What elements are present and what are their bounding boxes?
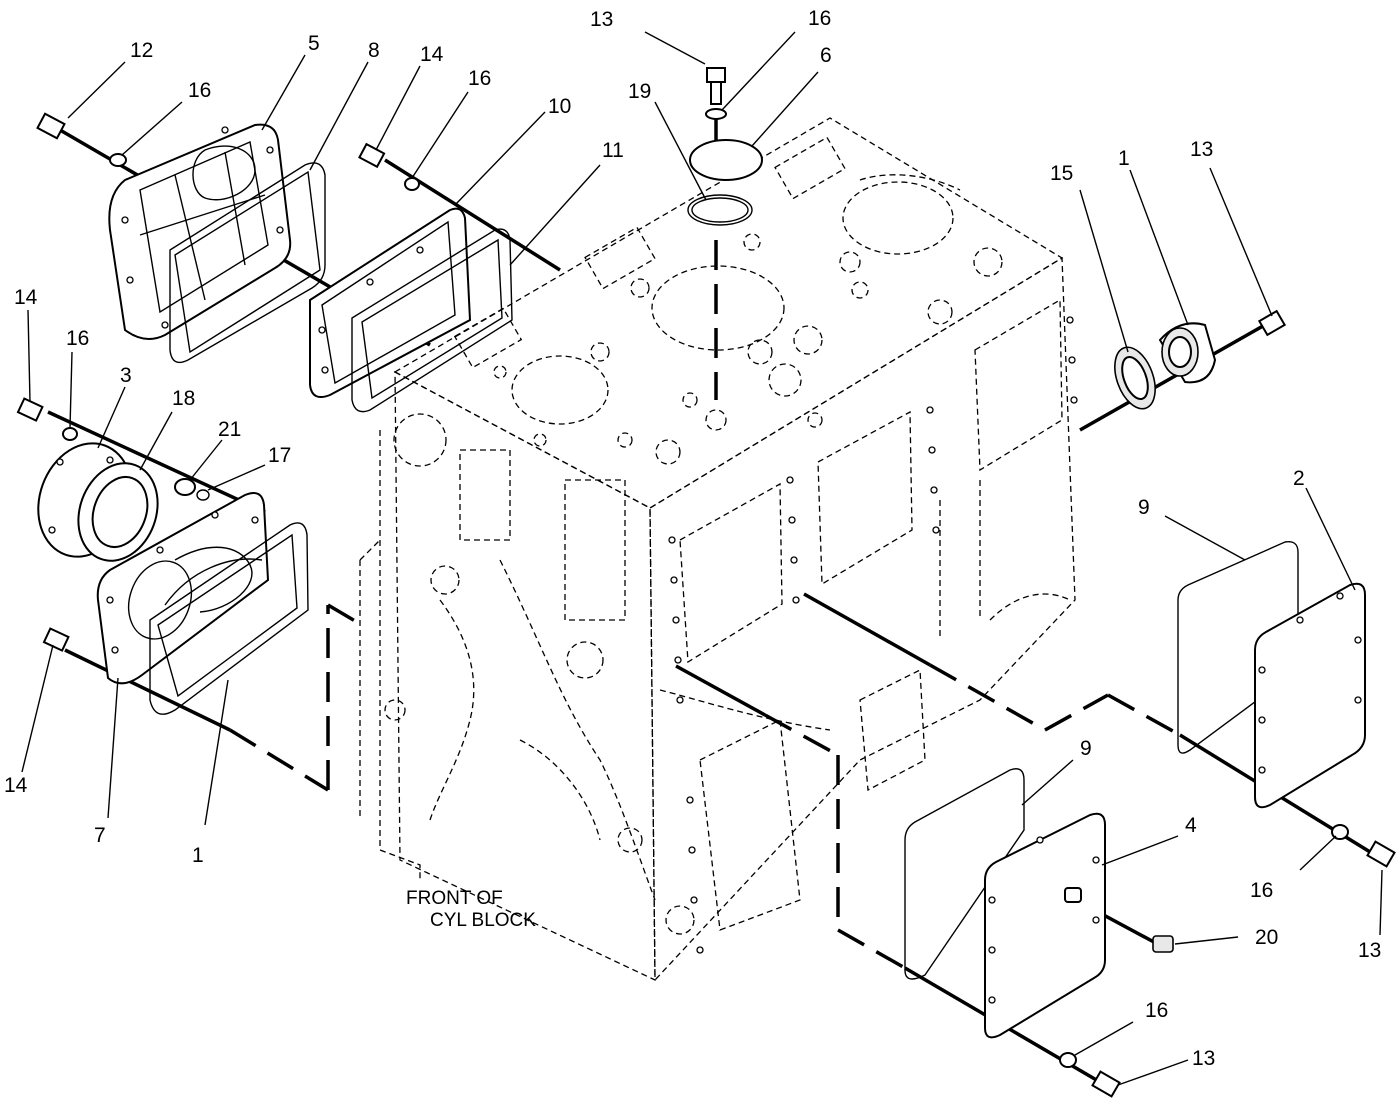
gasket-1-front	[149, 522, 309, 715]
callout-14: 14	[420, 43, 444, 66]
callout-21: 21	[218, 418, 241, 441]
callout-labels: 12 16 5 8 14 16 10 11 13 16 6 19 15 1 13…	[4, 7, 1381, 1070]
top-bolt	[705, 67, 727, 120]
cylinder-block	[359, 117, 1078, 982]
callout-1: 1	[192, 844, 204, 867]
callout-15: 15	[1050, 162, 1073, 185]
callout-1: 1	[1118, 147, 1130, 170]
housing-1-rear	[1158, 322, 1217, 384]
cover-2	[1254, 582, 1366, 809]
gasket-11	[351, 228, 513, 413]
callout-6: 6	[820, 44, 832, 67]
gasket-9-upper	[1177, 541, 1299, 754]
small-fittings-21-17	[174, 478, 210, 501]
callout-10: 10	[548, 95, 571, 118]
callout-12: 12	[130, 39, 153, 62]
cover-4	[984, 812, 1106, 1039]
callout-8: 8	[368, 39, 380, 62]
callout-13: 13	[1192, 1047, 1215, 1070]
o-ring-19	[687, 194, 753, 226]
gasket-10	[309, 207, 472, 398]
callout-5: 5	[308, 32, 320, 55]
callout-9: 9	[1080, 737, 1092, 760]
block-bolt-holes	[668, 316, 1078, 954]
callout-16: 16	[808, 7, 831, 30]
gasket-18	[77, 462, 159, 562]
callout-20: 20	[1255, 926, 1278, 949]
gasket-8	[169, 162, 326, 364]
caption-line-1: FRONT OF	[406, 888, 503, 909]
callout-7: 7	[94, 824, 106, 847]
callout-13: 13	[590, 8, 613, 31]
callout-18: 18	[172, 387, 195, 410]
front-of-cyl-block-caption: FRONT OF CYL BLOCK	[406, 888, 536, 931]
gasket-9-lower	[904, 768, 1025, 980]
callout-9: 9	[1138, 496, 1150, 519]
callout-17: 17	[268, 444, 291, 467]
callout-16: 16	[1250, 879, 1273, 902]
front-plate-7	[96, 492, 270, 685]
callout-19: 19	[628, 80, 651, 103]
seal-15	[1114, 346, 1156, 410]
leader-lines	[21, 31, 1383, 1086]
callout-16: 16	[66, 327, 89, 350]
callout-16: 16	[468, 67, 491, 90]
callout-13: 13	[1190, 138, 1213, 161]
callout-2: 2	[1293, 467, 1305, 490]
callout-14: 14	[4, 774, 28, 797]
plug-20	[1064, 887, 1174, 953]
caption-line-2: CYL BLOCK	[430, 910, 536, 931]
bolt-rear	[1257, 309, 1287, 337]
bolts-and-washers	[16, 112, 1396, 1098]
callout-16: 16	[188, 79, 211, 102]
callout-16: 16	[1145, 999, 1168, 1022]
callout-4: 4	[1185, 814, 1197, 837]
callout-14: 14	[14, 286, 38, 309]
callout-11: 11	[602, 139, 624, 162]
cover-plate-6	[689, 139, 763, 181]
callout-3: 3	[120, 364, 132, 387]
callout-13: 13	[1358, 939, 1381, 962]
